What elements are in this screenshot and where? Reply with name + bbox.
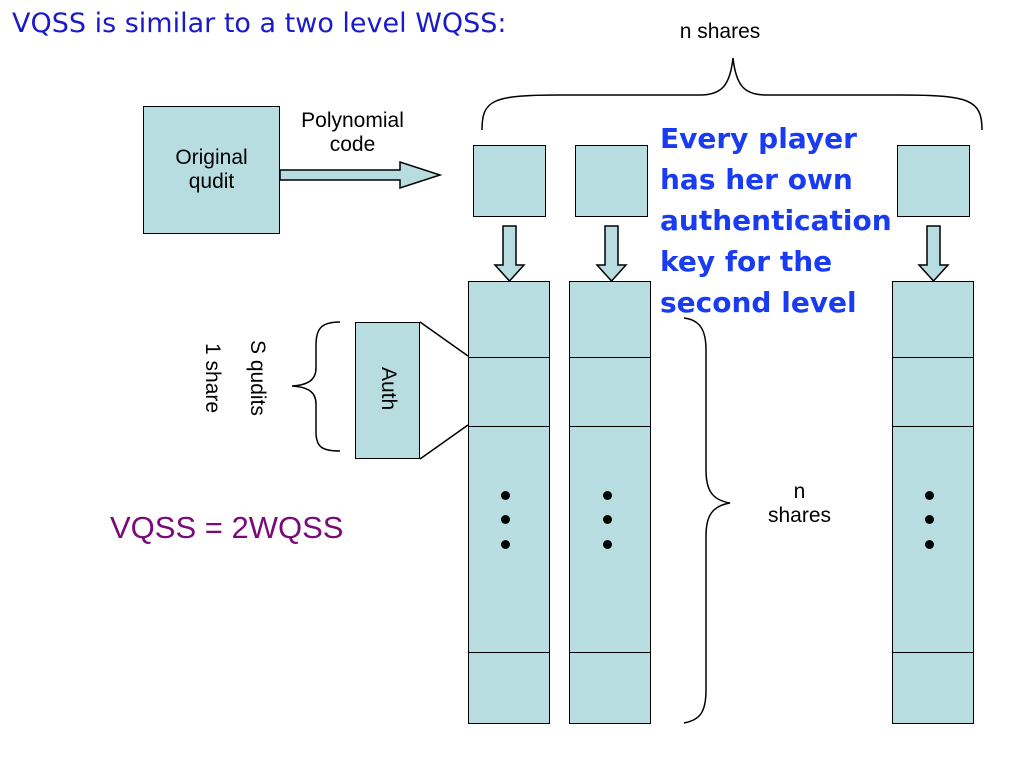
- column-divider: [893, 357, 973, 358]
- auth-label: Auth: [377, 367, 400, 411]
- column-divider: [469, 426, 549, 427]
- top-curly-brace: [481, 57, 983, 131]
- down-arrow-1: [493, 225, 526, 283]
- left-curly-brace: [291, 321, 341, 452]
- polynomial-code-arrow: [279, 160, 443, 190]
- original-qudit-box: Original qudit: [143, 106, 280, 234]
- one-share-label: 1 share: [201, 343, 224, 414]
- down-arrow-n: [917, 225, 950, 283]
- s-qudits-label: S qudits: [246, 340, 269, 416]
- callout-text: Every player has her own authentication …: [660, 122, 892, 319]
- share-box-2: [575, 145, 648, 217]
- ellipsis-dot: [501, 515, 510, 524]
- top-brace-label: n shares: [679, 20, 761, 43]
- share-column-1: [468, 281, 550, 724]
- column-divider: [469, 652, 549, 653]
- share-column-2: [569, 281, 651, 724]
- ellipsis-dot: [603, 540, 612, 549]
- column-divider: [893, 652, 973, 653]
- share-box-n: [897, 145, 970, 217]
- original-qudit-label: Original qudit: [175, 146, 248, 193]
- share-box-1: [473, 145, 546, 217]
- zoom-line-top: [419, 321, 469, 357]
- zoom-line-bottom: [419, 424, 469, 460]
- ellipsis-dot: [925, 515, 934, 524]
- ellipsis-dot: [501, 540, 510, 549]
- column-divider: [570, 357, 650, 358]
- ellipsis-dot: [501, 491, 510, 500]
- auth-box: Auth: [355, 322, 420, 459]
- formula-text: VQSS = 2WQSS: [110, 510, 344, 545]
- column-divider: [570, 426, 650, 427]
- slide-title: VQSS is similar to a two level WQSS:: [12, 8, 507, 39]
- right-curly-brace: [683, 317, 731, 724]
- polynomial-code-label: Polynomial code: [301, 109, 404, 156]
- down-arrow-2: [595, 225, 628, 283]
- share-column-n: [892, 281, 974, 724]
- ellipsis-dot: [925, 540, 934, 549]
- column-divider: [570, 652, 650, 653]
- ellipsis-dot: [603, 491, 612, 500]
- column-divider: [469, 357, 549, 358]
- ellipsis-dot: [925, 491, 934, 500]
- right-brace-label: n shares: [767, 480, 832, 527]
- ellipsis-dot: [603, 515, 612, 524]
- column-divider: [893, 426, 973, 427]
